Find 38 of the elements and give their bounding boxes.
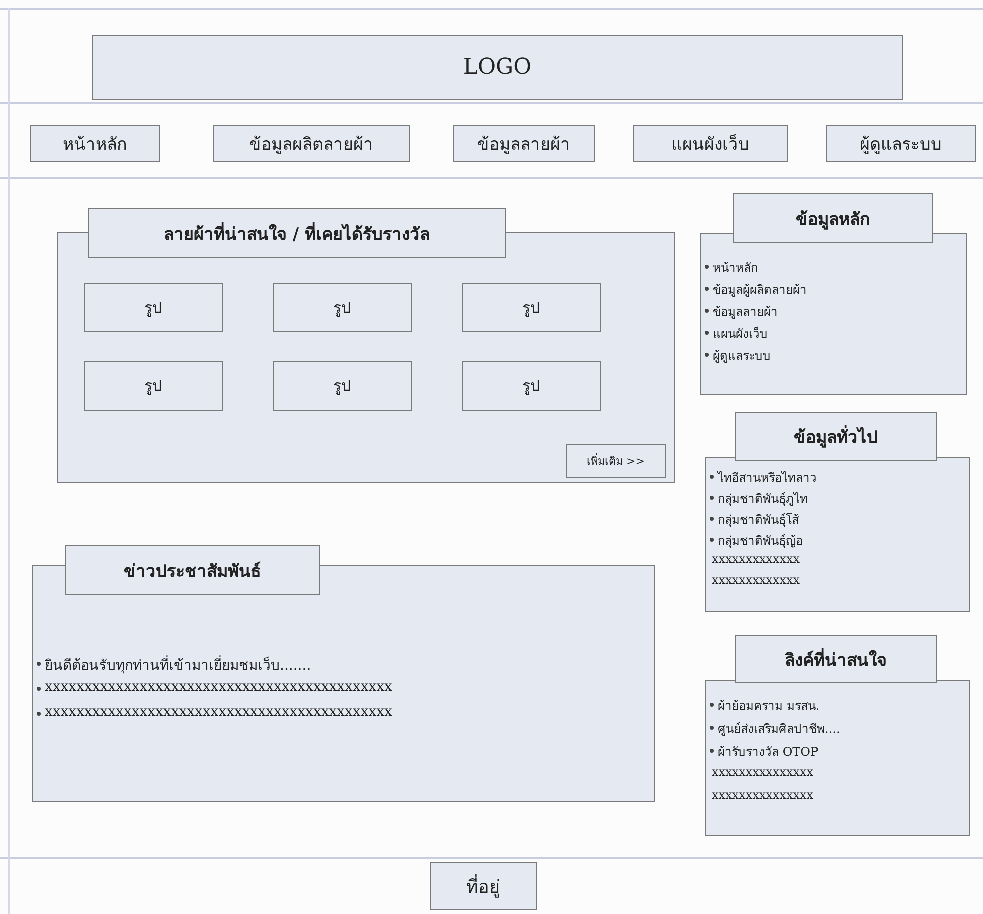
placeholder-line: xxxxxxxxxxxxxxx bbox=[712, 765, 814, 779]
list-item: ผู้ดูแลระบบ bbox=[713, 348, 771, 365]
picture-frame: รูป bbox=[273, 361, 412, 411]
list-item: ข้อมูลลายผ้า bbox=[713, 304, 778, 321]
picture-frame: รูป bbox=[462, 361, 601, 411]
more-button: เพิ่มเติม >> bbox=[566, 444, 666, 478]
placeholder-line: xxxxxxxxxxxxx bbox=[712, 552, 800, 566]
placeholder-line: xxxxxxxxxxxxx bbox=[712, 573, 800, 587]
list-item: xxxxxxxxxxxxxxxxxxxxxxxxxxxxxxxxxxxxxxxxxxxx bbox=[45, 679, 392, 695]
panel-heading-tab: ข่าวประชาสัมพันธ์ bbox=[65, 545, 320, 595]
footer-box: ที่อยู่ bbox=[430, 862, 537, 910]
list-item: xxxxxxxxxxxxxxxxxxxxxxxxxxxxxxxxxxxxxxxxxxxx bbox=[45, 704, 392, 720]
picture-frame: รูป bbox=[273, 283, 412, 332]
list-item: ผ้าย้อมคราม มรสน. bbox=[718, 698, 820, 715]
nav-button: ข้อมูลผลิตลายผ้า bbox=[213, 125, 410, 162]
panel-heading-tab: ข้อมูลทั่วไป bbox=[735, 412, 937, 461]
nav-button: ข้อมูลลายผ้า bbox=[453, 125, 595, 162]
list-item: ไทอีสานหรือไทลาว bbox=[718, 470, 817, 487]
placeholder-line: xxxxxxxxxxxxxxx bbox=[712, 788, 814, 802]
list-item: ข้อมูลผู้ผลิตลายผ้า bbox=[713, 282, 807, 299]
list-item: ยินดีต้อนรับทุกท่านที่เข้ามาเยี่ยมชมเว็บ....... bbox=[45, 654, 312, 676]
panel-heading-tab: ข้อมูลหลัก bbox=[733, 193, 933, 243]
picture-frame: รูป bbox=[462, 283, 601, 332]
list-item: กลุ่มชาติพันธุ์ญ้อ bbox=[718, 533, 803, 550]
list-item: กลุ่มชาติพันธุ์โส้ bbox=[718, 512, 799, 529]
nav-button: หน้าหลัก bbox=[30, 125, 160, 162]
panel-heading-tab: ลายผ้าที่น่าสนใจ / ที่เคยได้รับรางวัล bbox=[88, 208, 506, 258]
list-item: ศูนย์ส่งเสริมศิลปาชีพ.... bbox=[718, 721, 840, 738]
list-item: ผ้ารับรางวัล OTOP bbox=[718, 744, 819, 761]
list-item: หน้าหลัก bbox=[713, 260, 758, 277]
picture-frame: รูป bbox=[84, 283, 223, 332]
panel-heading-tab: ลิงค์ที่น่าสนใจ bbox=[735, 635, 937, 683]
nav-button: ผู้ดูแลระบบ bbox=[826, 125, 976, 162]
list-item: กลุ่มชาติพันธุ์ภูไท bbox=[718, 491, 808, 508]
list-item: แผนผังเว็บ bbox=[713, 326, 768, 343]
header-banner: LOGO bbox=[92, 35, 903, 100]
picture-frame: รูป bbox=[84, 361, 223, 411]
nav-button: แผนผังเว็บ bbox=[633, 125, 788, 162]
